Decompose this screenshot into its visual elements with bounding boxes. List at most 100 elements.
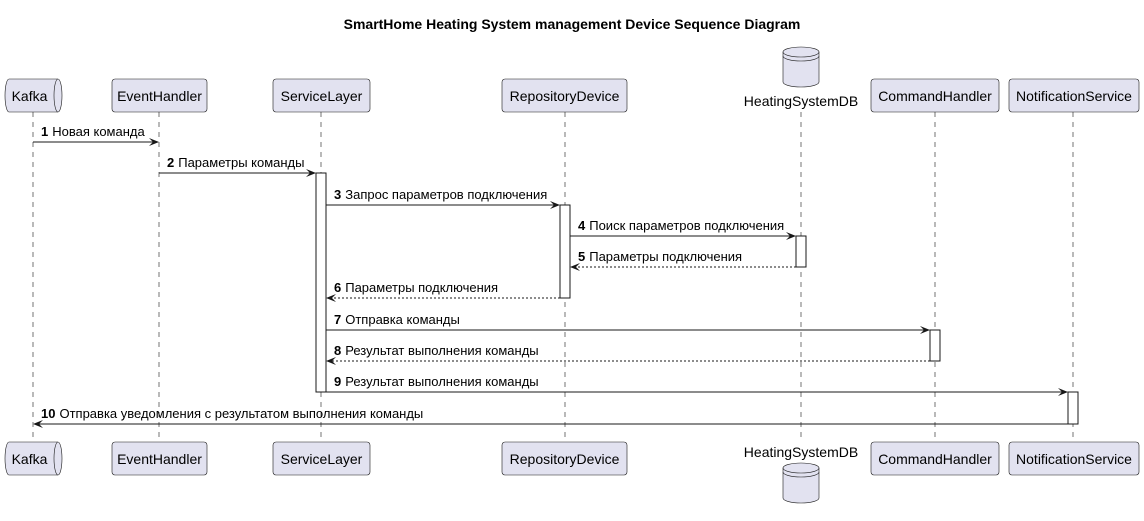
message-text: Параметры команды (178, 155, 304, 170)
participant-commandhandler-top: CommandHandler (870, 78, 1000, 113)
arrowhead-icon (920, 326, 930, 334)
participant-box (111, 441, 208, 476)
database-icon (782, 46, 820, 88)
message-9: 9 Результат выполнения команды (326, 374, 1068, 396)
participant-label: RepositoryDevice (510, 451, 620, 467)
message-1: 1 Новая команда (33, 124, 159, 146)
participant-commandhandler-bottom: CommandHandler (870, 441, 1000, 476)
participant-notificationservice-bottom: NotificationService (1008, 441, 1140, 476)
message-number: 6 (334, 280, 341, 295)
arrowhead-icon (306, 169, 316, 177)
message-text: Параметры подключения (345, 280, 498, 295)
activation-bar-notificationservice (1067, 391, 1079, 425)
participants: KafkaKafkaEventHandlerEventHandlerServic… (4, 46, 1140, 504)
participant-kafka-top: Kafka (4, 78, 63, 113)
arrowhead-icon (326, 357, 336, 365)
participant-repositorydevice-top: RepositoryDevice (501, 78, 628, 113)
message-text: Поиск параметров подключения (589, 218, 784, 233)
activation-bar-servicelayer (315, 172, 327, 393)
participant-label: CommandHandler (878, 451, 992, 467)
participant-box (272, 78, 371, 113)
arrowhead-icon (550, 201, 560, 209)
message-number: 10 (41, 406, 55, 421)
participant-heatingsystemdb-bottom: HeatingSystemDB (744, 444, 858, 504)
arrowhead-icon (1058, 388, 1068, 396)
participant-label: ServiceLayer (281, 88, 363, 104)
message-text: Результат выполнения команды (345, 374, 538, 389)
message-5: 5 Параметры подключения (570, 249, 796, 271)
message-number: 1 (41, 124, 48, 139)
database-icon (782, 462, 820, 504)
participant-box (1008, 441, 1140, 476)
participant-label: EventHandler (117, 88, 202, 104)
message-8: 8 Результат выполнения команды (326, 343, 930, 365)
diagram-title: SmartHome Heating System management Devi… (344, 16, 801, 32)
arrowhead-icon (570, 263, 580, 271)
participant-servicelayer-top: ServiceLayer (272, 78, 371, 113)
participant-box (870, 78, 1000, 113)
message-label: 3 Запрос параметров подключения (334, 187, 547, 202)
message-10: 10 Отправка уведомления с результатом вып… (33, 406, 1068, 428)
participant-notificationservice-top: NotificationService (1008, 78, 1140, 113)
arrowhead-icon (326, 294, 336, 302)
message-7: 7 Отправка команды (326, 312, 930, 334)
participant-label: HeatingSystemDB (744, 93, 858, 109)
activation-bar-commandhandler (929, 329, 941, 362)
participant-label: EventHandler (117, 451, 202, 467)
activation-bars (315, 172, 1079, 425)
message-text: Запрос параметров подключения (345, 187, 547, 202)
message-number: 4 (578, 218, 586, 233)
message-label: 2 Параметры команды (167, 155, 304, 170)
participant-label: NotificationService (1016, 88, 1132, 104)
message-label: 10 Отправка уведомления с результатом вып… (41, 406, 423, 421)
message-label: 8 Результат выполнения команды (334, 343, 539, 358)
participant-label: ServiceLayer (281, 451, 363, 467)
participant-eventhandler-top: EventHandler (111, 78, 208, 113)
message-number: 8 (334, 343, 341, 358)
arrowhead-icon (33, 420, 43, 428)
message-number: 9 (334, 374, 341, 389)
message-6: 6 Параметры подключения (326, 280, 560, 302)
participant-box (870, 441, 1000, 476)
messages: 1 Новая команда 2 Параметры команды 3 Запрос … (33, 124, 1068, 428)
message-label: 6 Параметры подключения (334, 280, 498, 295)
message-number: 5 (578, 249, 585, 264)
participant-label: Kafka (12, 88, 48, 104)
message-3: 3 Запрос параметров подключения (326, 187, 560, 209)
participant-repositorydevice-bottom: RepositoryDevice (501, 441, 628, 476)
message-text: Новая команда (52, 124, 145, 139)
participant-label: Kafka (12, 451, 48, 467)
participant-heatingsystemdb-top: HeatingSystemDB (744, 46, 858, 109)
message-label: 7 Отправка команды (334, 312, 460, 327)
participant-label: HeatingSystemDB (744, 444, 858, 460)
participant-label: CommandHandler (878, 88, 992, 104)
activation-bar-repositorydevice (559, 204, 571, 299)
message-number: 3 (334, 187, 341, 202)
message-label: 5 Параметры подключения (578, 249, 742, 264)
message-label: 1 Новая команда (41, 124, 145, 139)
participant-eventhandler-bottom: EventHandler (111, 441, 208, 476)
participant-servicelayer-bottom: ServiceLayer (272, 441, 371, 476)
activation-bar-heatingsystemdb (795, 235, 807, 268)
participant-kafka-bottom: Kafka (4, 441, 63, 476)
participant-box (272, 441, 371, 476)
message-text: Результат выполнения команды (345, 343, 538, 358)
arrowhead-icon (786, 232, 796, 240)
message-text: Отправка уведомления с результатом выпол… (59, 406, 423, 421)
message-text: Параметры подключения (589, 249, 742, 264)
participant-box (1008, 78, 1140, 113)
participant-label: RepositoryDevice (510, 88, 620, 104)
message-label: 9 Результат выполнения команды (334, 374, 539, 389)
message-text: Отправка команды (345, 312, 460, 327)
message-number: 2 (167, 155, 174, 170)
participant-box (111, 78, 208, 113)
message-2: 2 Параметры команды (159, 155, 316, 177)
participant-box (501, 441, 628, 476)
arrowhead-icon (149, 138, 159, 146)
message-number: 7 (334, 312, 341, 327)
participant-label: NotificationService (1016, 451, 1132, 467)
participant-box (501, 78, 628, 113)
